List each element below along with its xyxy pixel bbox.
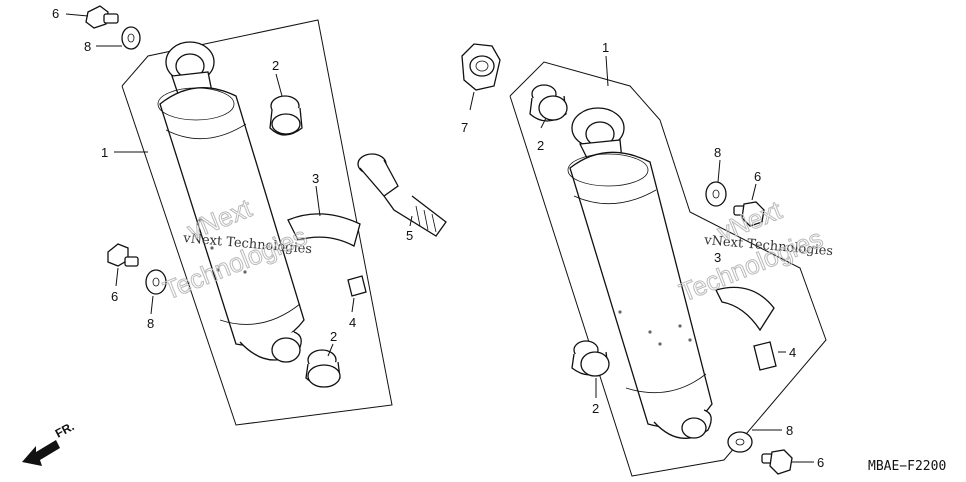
- left-bolt-mid: [107, 243, 139, 267]
- right-callout-bush-bottom: 2: [592, 401, 599, 416]
- left-bolt-top: [85, 5, 119, 29]
- right-bolt-bottom: [761, 449, 793, 475]
- left-washer-top: [121, 26, 141, 50]
- right-callout-washer-top: 8: [714, 145, 721, 160]
- right-washer-bottom: [727, 431, 753, 453]
- right-callout-shock: 1: [602, 40, 609, 55]
- right-bush-bottom: [571, 340, 610, 377]
- left-stud-bolt: [357, 153, 447, 237]
- right-callout-bolt-bottom: 6: [817, 455, 824, 470]
- left-callout-washer-mid: 8: [147, 316, 154, 331]
- right-boundary: [509, 61, 827, 477]
- right-callout-bush-top: 2: [537, 138, 544, 153]
- right-leader-lines: [469, 55, 814, 463]
- left-leader-lines: [65, 13, 413, 357]
- left-callout-shock: 1: [101, 145, 108, 160]
- left-bush-top: [269, 95, 303, 136]
- right-callout-clip: 4: [789, 345, 796, 360]
- left-band: [287, 213, 361, 247]
- right-washer-top: [705, 181, 727, 207]
- right-callout-nut: 7: [461, 120, 468, 135]
- front-label: FR.: [53, 419, 77, 440]
- right-callout-washer-bottom: 8: [786, 423, 793, 438]
- diagram-code: MBAE−F2200: [868, 459, 946, 474]
- left-callout-band: 3: [312, 171, 319, 186]
- left-callout-stud: 5: [406, 228, 413, 243]
- right-clip: [753, 341, 777, 371]
- left-callout-clip: 4: [349, 315, 356, 330]
- left-assembly: 1 2 2 3 4 5 6 8 6 8: [52, 5, 447, 426]
- right-bush-top: [529, 84, 568, 122]
- left-callout-washer-top: 8: [84, 39, 91, 54]
- front-arrow-icon: [22, 440, 60, 466]
- right-assembly: 1 7 2 2 8 6 3 4 8 6: [461, 40, 827, 477]
- left-bush-bottom: [305, 349, 341, 388]
- right-callout-bolt-top: 6: [754, 169, 761, 184]
- left-callout-bush-bottom: 2: [330, 329, 337, 344]
- right-shock-absorber: [567, 107, 713, 439]
- right-callout-band: 3: [714, 250, 721, 265]
- left-washer-mid: [145, 269, 167, 295]
- right-band: [715, 286, 775, 332]
- left-callout-bolt-mid: 6: [111, 289, 118, 304]
- left-clip: [347, 275, 367, 297]
- left-callout-bolt-top: 6: [52, 6, 59, 21]
- right-bolt-top: [733, 201, 765, 227]
- left-shock-absorber: [157, 41, 305, 363]
- left-callout-bush-top: 2: [272, 58, 279, 73]
- right-nut: [461, 43, 501, 91]
- left-boundary: [121, 19, 393, 426]
- front-direction-indicator: FR.: [22, 419, 76, 466]
